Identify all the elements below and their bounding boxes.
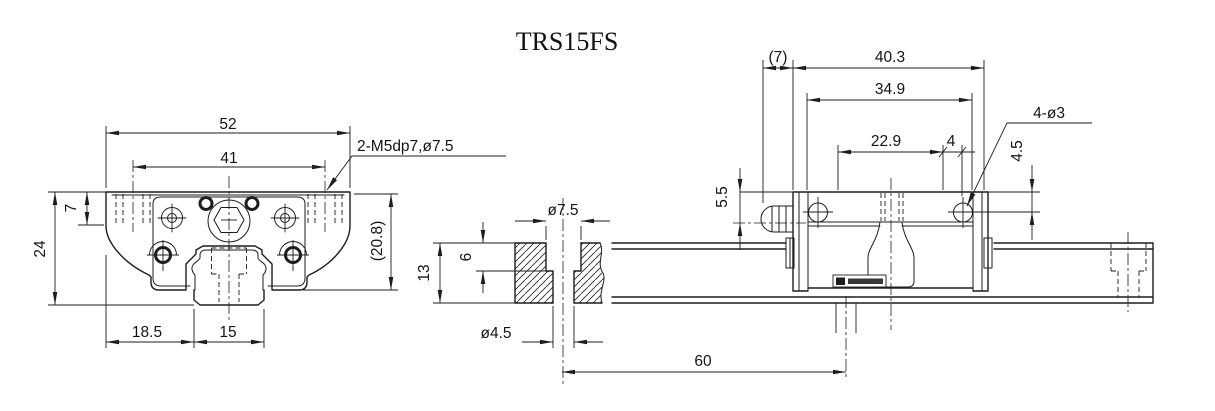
front-return-cap-right: [270, 203, 300, 233]
side-dim-rail-height: 13: [416, 242, 515, 304]
side-hole-callout-label: 4-ø3: [1033, 105, 1065, 122]
front-dim-hole-spacing-label: 41: [220, 150, 237, 167]
side-dim-carriage-length-label: 40.3: [875, 49, 905, 66]
side-dim-through-hole: ø4.5: [480, 306, 603, 348]
front-dim-width-label: 52: [219, 116, 236, 133]
carriage-side: [733, 178, 1040, 330]
rail-side: [611, 242, 1154, 304]
side-dim-counterbore-dia: ø7.5: [515, 202, 610, 240]
front-carriage-outline: [105, 191, 351, 291]
side-dim-hole-depth: 4.5: [1009, 140, 1035, 240]
side-dim-rail-height-label: 13: [416, 264, 433, 281]
side-dim-hole-depth-label: 4.5: [1009, 140, 1026, 162]
front-dim-rail-width: 15: [194, 309, 265, 348]
side-dim-body-length-label: 34.9: [875, 81, 905, 98]
front-dim-edge-to-rail-label: 18.5: [132, 324, 162, 341]
front-thread-callout-label: 2-M5dp7,ø7.5: [357, 138, 454, 155]
front-tube-right: [277, 240, 309, 271]
side-dim-through-hole-label: ø4.5: [480, 325, 511, 342]
front-dim-flange-thickness: 7: [63, 192, 104, 226]
side-dim-hole-offset-label: 4: [947, 133, 956, 150]
grease-nipple: [760, 205, 794, 233]
rail-section-hatch: [515, 243, 605, 303]
side-dim-hole-span-label: 22.9: [871, 133, 901, 150]
front-dim-edge-to-rail: 18.5: [105, 255, 195, 348]
front-tube-left: [147, 240, 179, 271]
side-dim-hole-span: 22.9 4: [837, 133, 975, 196]
side-view: (7) 40.3 34.9 22.9 4 4-ø3: [416, 49, 1154, 385]
side-dim-nipple-offset-label: 5.5: [714, 186, 731, 208]
side-dim-counterbore-depth: 6: [458, 222, 546, 293]
side-dim-top-row: (7) 40.3: [762, 49, 985, 203]
side-dim-nipple-offset: 5.5: [714, 168, 743, 250]
front-dim-hole-spacing: 41: [133, 150, 325, 170]
front-dim-width: 52: [105, 116, 351, 188]
side-dim-body-length: 34.9: [806, 81, 973, 190]
front-thread-callout: 2-M5dp7,ø7.5: [326, 138, 506, 191]
side-dim-end-section-label: (7): [769, 49, 788, 66]
front-view: 52 41 7 24 18.5: [32, 116, 506, 348]
side-dim-counterbore-dia-label: ø7.5: [547, 202, 578, 219]
side-dim-hole-pitch-label: 60: [694, 353, 712, 370]
side-dim-hole-pitch: 60: [562, 198, 857, 385]
front-dim-height-label: 24: [32, 240, 49, 258]
rail-section-outline: [514, 242, 605, 304]
front-dim-carriage-height: (20.8): [303, 193, 398, 291]
front-seal-screw-left: [198, 196, 214, 211]
brand-label: [832, 274, 887, 288]
rail-end-hidden-hole: [1110, 243, 1147, 298]
drawing-title: TRS15FS: [516, 27, 619, 56]
front-dim-flange-thickness-label: 7: [63, 204, 80, 213]
front-dim-height: 24: [32, 191, 194, 306]
front-dim-rail-width-label: 15: [219, 324, 236, 341]
front-return-cap-left: [157, 203, 187, 233]
side-hole-callout: 4-ø3: [966, 105, 1092, 207]
side-dim-counterbore-depth-label: 6: [458, 253, 475, 262]
front-dim-carriage-height-label: (20.8): [369, 221, 386, 262]
front-seal-screw-right: [244, 196, 260, 211]
